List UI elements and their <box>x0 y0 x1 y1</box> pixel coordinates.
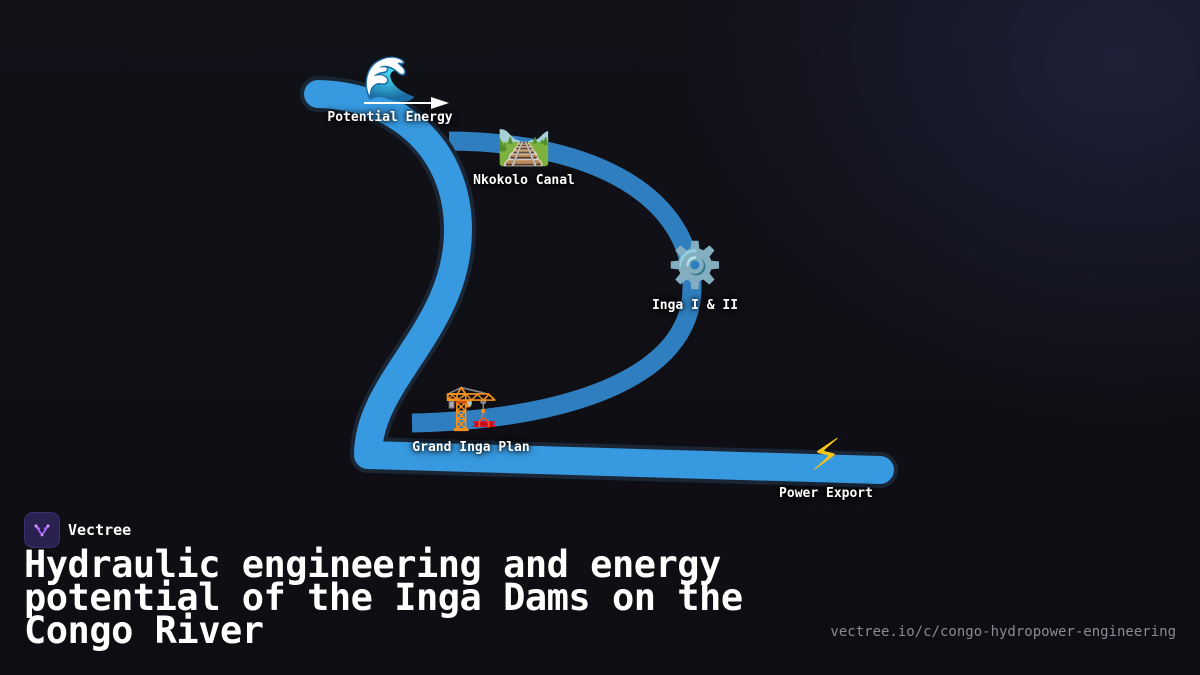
node-grand-inga-plan: 🏗️ Grand Inga Plan <box>412 382 530 456</box>
gear-icon: ⚙️ <box>667 240 723 291</box>
canal-branch-path <box>411 131 702 433</box>
flow-direction-arrow-head <box>431 97 449 109</box>
brand-name: Vectree <box>68 521 132 539</box>
node-inga-i-ii: ⚙️ Inga I & II <box>651 240 739 314</box>
construction-crane-icon: 🏗️ <box>443 382 499 433</box>
main-flow-shadow <box>300 76 898 488</box>
main-flow-path <box>304 80 894 484</box>
railway-track-icon: 🛤️ <box>496 117 552 168</box>
vectree-logo-icon <box>24 512 60 548</box>
source-url[interactable]: vectree.io/c/congo-hydropower-engineerin… <box>830 624 1176 640</box>
node-label-grand-inga-plan: Grand Inga Plan <box>412 440 530 455</box>
node-label-nkokolo-canal: Nkokolo Canal <box>473 173 575 188</box>
node-nkokolo-canal: 🛤️ Nkokolo Canal <box>473 117 575 189</box>
node-label-power-export: Power Export <box>779 486 873 501</box>
node-label-potential-energy: Potential Energy <box>327 110 453 125</box>
vectree-logo-mark <box>34 524 50 537</box>
page-title: Hydraulic engineering and energy potenti… <box>24 543 743 652</box>
wave-icon: 🌊 <box>362 54 418 105</box>
node-label-inga-i-ii: Inga I & II <box>651 298 739 313</box>
lightning-icon: ⚡ <box>810 430 842 481</box>
brand[interactable]: Vectree <box>24 512 131 548</box>
node-potential-energy: 🌊 Potential Energy <box>327 54 453 126</box>
node-power-export: ⚡ Power Export <box>779 430 873 502</box>
